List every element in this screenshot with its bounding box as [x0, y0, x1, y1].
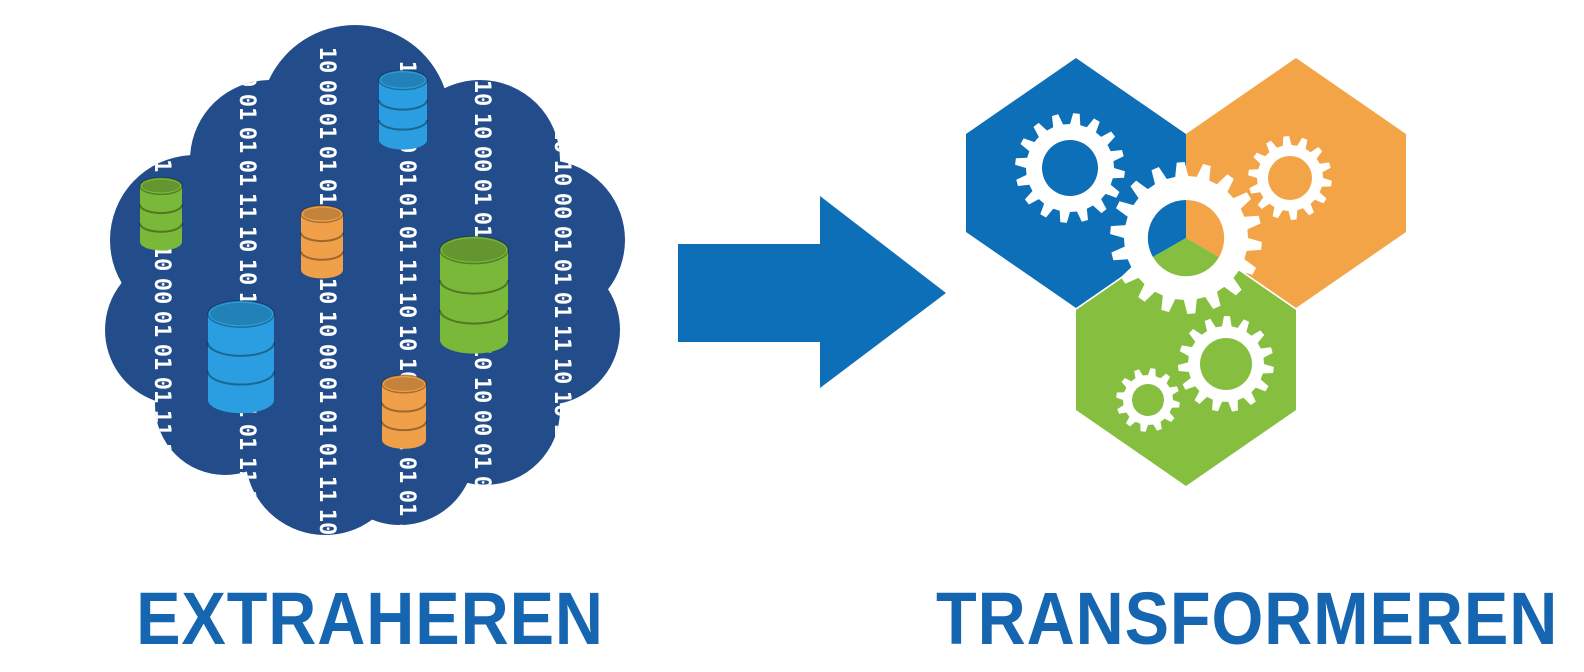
binary-digit: 01 — [394, 193, 419, 220]
binary-digit: 11 — [149, 146, 174, 173]
binary-digit: 10 — [149, 476, 174, 503]
binary-digit: 10 — [549, 160, 574, 187]
binary-digit: 01 — [394, 160, 419, 187]
binary-digit: 01 — [549, 292, 574, 319]
binary-digit: 01 — [314, 146, 339, 173]
data-cloud-icon: 01 01 01 11 10 10 10 00 01 01 01 11 10 10 10 00 01 01 01 11… — [105, 25, 625, 550]
binary-digit: 00 — [469, 146, 494, 173]
binary-digit: 01 — [149, 377, 174, 404]
binary-digit: 01 — [234, 127, 259, 154]
binary-digit: 00 — [549, 457, 574, 484]
binary-digit: 10 — [149, 509, 174, 536]
binary-digit: 10 — [549, 424, 574, 451]
binary-digit: 01 — [314, 377, 339, 404]
binary-digit: 01 — [314, 113, 339, 140]
binary-digit: 01 — [469, 476, 494, 503]
binary-digit: 01 — [549, 490, 574, 517]
binary-digit: 01 — [469, 212, 494, 239]
binary-digit: 00 — [149, 278, 174, 305]
binary-digit: 10 — [469, 80, 494, 107]
binary-digit: 10 — [549, 94, 574, 121]
binary-digit: 10 — [234, 259, 259, 286]
binary-digit: 00 — [234, 61, 259, 88]
binary-digit: 01 — [234, 94, 259, 121]
binary-digit: 01 — [149, 47, 174, 74]
binary-digit: 01 — [234, 424, 259, 451]
binary-digit: 10 — [469, 47, 494, 74]
binary-digit: 11 — [394, 523, 419, 550]
binary-digit: 01 — [314, 179, 339, 206]
binary-digit: 01 — [234, 160, 259, 187]
binary-digit: 10 — [314, 47, 339, 74]
binary-digit: 01 — [394, 490, 419, 517]
database-icon — [207, 300, 275, 414]
binary-digit: 00 — [549, 193, 574, 220]
binary-digit: 11 — [314, 476, 339, 503]
gears — [1015, 113, 1332, 432]
binary-digit: 10 — [234, 523, 259, 550]
database-icon — [439, 235, 509, 354]
binary-digit: 11 — [149, 410, 174, 437]
arrow-right-icon — [678, 196, 946, 388]
binary-digit: 10 — [314, 278, 339, 305]
binary-digit: 01 — [469, 443, 494, 470]
binary-digit: 00 — [469, 410, 494, 437]
binary-digit: 01 — [469, 179, 494, 206]
binary-digit: 10 — [314, 509, 339, 536]
binary-digit: 01 — [149, 311, 174, 338]
binary-digit: 01 — [149, 113, 174, 140]
binary-digit: 10 — [314, 311, 339, 338]
binary-digit: 01 — [549, 226, 574, 253]
binary-digit: 11 — [234, 193, 259, 220]
binary-digit: 10 — [469, 377, 494, 404]
binary-digit: 10 — [234, 226, 259, 253]
binary-digit: 11 — [234, 457, 259, 484]
database-icon — [381, 374, 427, 449]
binary-digit: 11 — [394, 259, 419, 286]
binary-digit: 01 — [314, 443, 339, 470]
step-label-transform: TRANSFORMEREN — [936, 577, 1559, 660]
binary-digit: 01 — [549, 523, 574, 550]
binary-digit: 10 — [394, 292, 419, 319]
binary-digit: 01 — [394, 457, 419, 484]
binary-digit: 00 — [314, 344, 339, 371]
binary-digit: 10 — [549, 391, 574, 418]
binary-digit: 10 — [149, 443, 174, 470]
binary-digit: 01 — [469, 509, 494, 536]
binary-digit: 01 — [149, 344, 174, 371]
database-icon — [378, 69, 428, 150]
binary-digit: 00 — [314, 80, 339, 107]
binary-digit: 10 — [469, 113, 494, 140]
binary-digit: 11 — [549, 325, 574, 352]
database-cylinders — [139, 69, 509, 449]
binary-digit: 01 — [149, 80, 174, 107]
step-label-extract: EXTRAHEREN — [136, 577, 604, 660]
binary-digit: 11 — [549, 61, 574, 88]
binary-digit: 10 — [234, 490, 259, 517]
database-icon — [139, 176, 183, 251]
binary-digit: 01 — [549, 259, 574, 286]
binary-digit: 10 — [549, 127, 574, 154]
binary-digit: 10 — [549, 358, 574, 385]
binary-digit: 10 — [394, 325, 419, 352]
database-icon — [300, 204, 344, 279]
gears-hexagons-icon — [966, 58, 1406, 486]
binary-digit: 01 — [314, 410, 339, 437]
binary-digit: 01 — [394, 226, 419, 253]
